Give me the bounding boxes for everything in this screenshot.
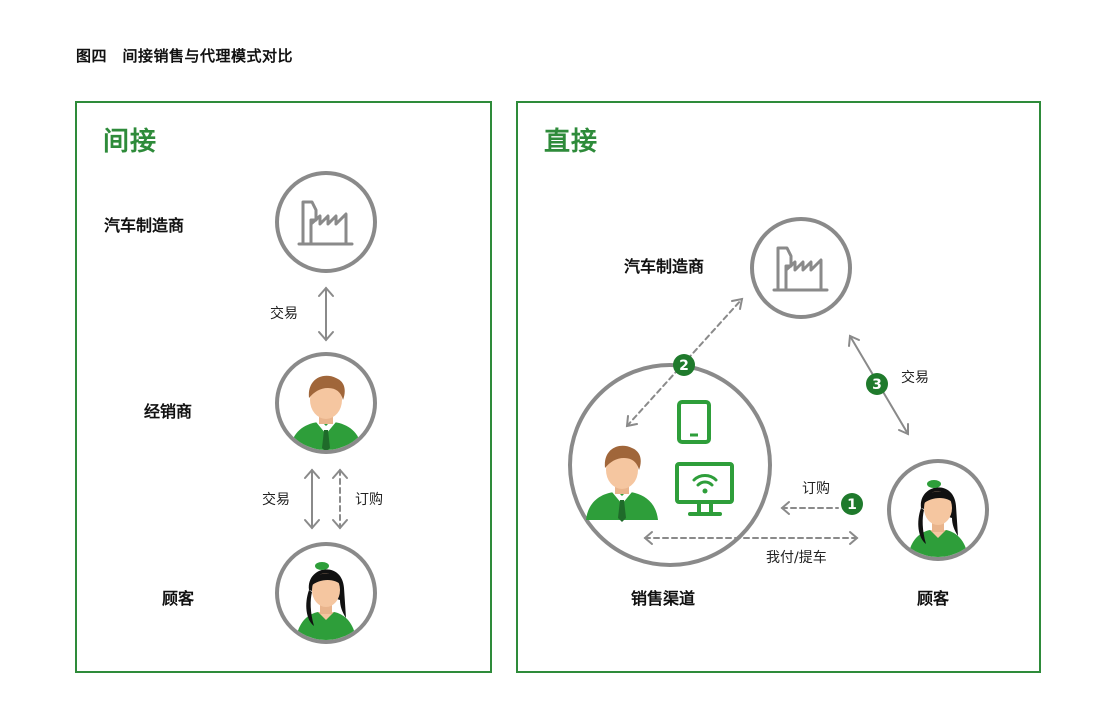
tablet-icon xyxy=(677,400,711,444)
indirect-order-label: 订购 xyxy=(355,492,383,508)
direct-panel-title: 直接 xyxy=(544,127,599,157)
direct-panel xyxy=(516,101,1041,673)
direct-manufacturer-label: 汽车制造商 xyxy=(624,257,705,276)
indirect-manufacturer-node xyxy=(275,171,377,273)
step-badge-3 xyxy=(866,373,888,395)
step-badge-2 xyxy=(673,354,695,376)
direct-customer-node xyxy=(887,459,989,561)
direct-channel-label: 销售渠道 xyxy=(631,589,696,608)
monitor-wifi-icon xyxy=(675,462,734,516)
step-badge-1 xyxy=(841,493,863,515)
indirect-arrows xyxy=(304,286,348,530)
sales-channel-node xyxy=(568,363,772,567)
indirect-panel-title: 间接 xyxy=(103,127,158,157)
indirect-customer-label: 顾客 xyxy=(162,589,195,608)
indirect-trade-label-bottom: 交易 xyxy=(262,492,290,508)
step-badge-1-label: 1 xyxy=(847,497,857,513)
indirect-dealer-label: 经销商 xyxy=(144,402,193,421)
indirect-customer-node xyxy=(275,542,377,644)
indirect-panel xyxy=(75,101,492,673)
figure-title: 图四 间接销售与代理模式对比 xyxy=(76,47,294,65)
step-badge-2-label: 2 xyxy=(679,358,689,374)
direct-manufacturer-node xyxy=(750,217,852,319)
direct-customer-label: 顾客 xyxy=(917,589,950,608)
direct-order-label: 订购 xyxy=(802,481,830,497)
direct-trade-label: 交易 xyxy=(901,370,929,386)
indirect-manufacturer-label: 汽车制造商 xyxy=(104,216,185,235)
indirect-trade-label-top: 交易 xyxy=(270,306,298,322)
indirect-dealer-node xyxy=(275,352,377,454)
direct-pay-label: 我付/提车 xyxy=(766,550,827,566)
step-badge-3-label: 3 xyxy=(872,377,882,393)
